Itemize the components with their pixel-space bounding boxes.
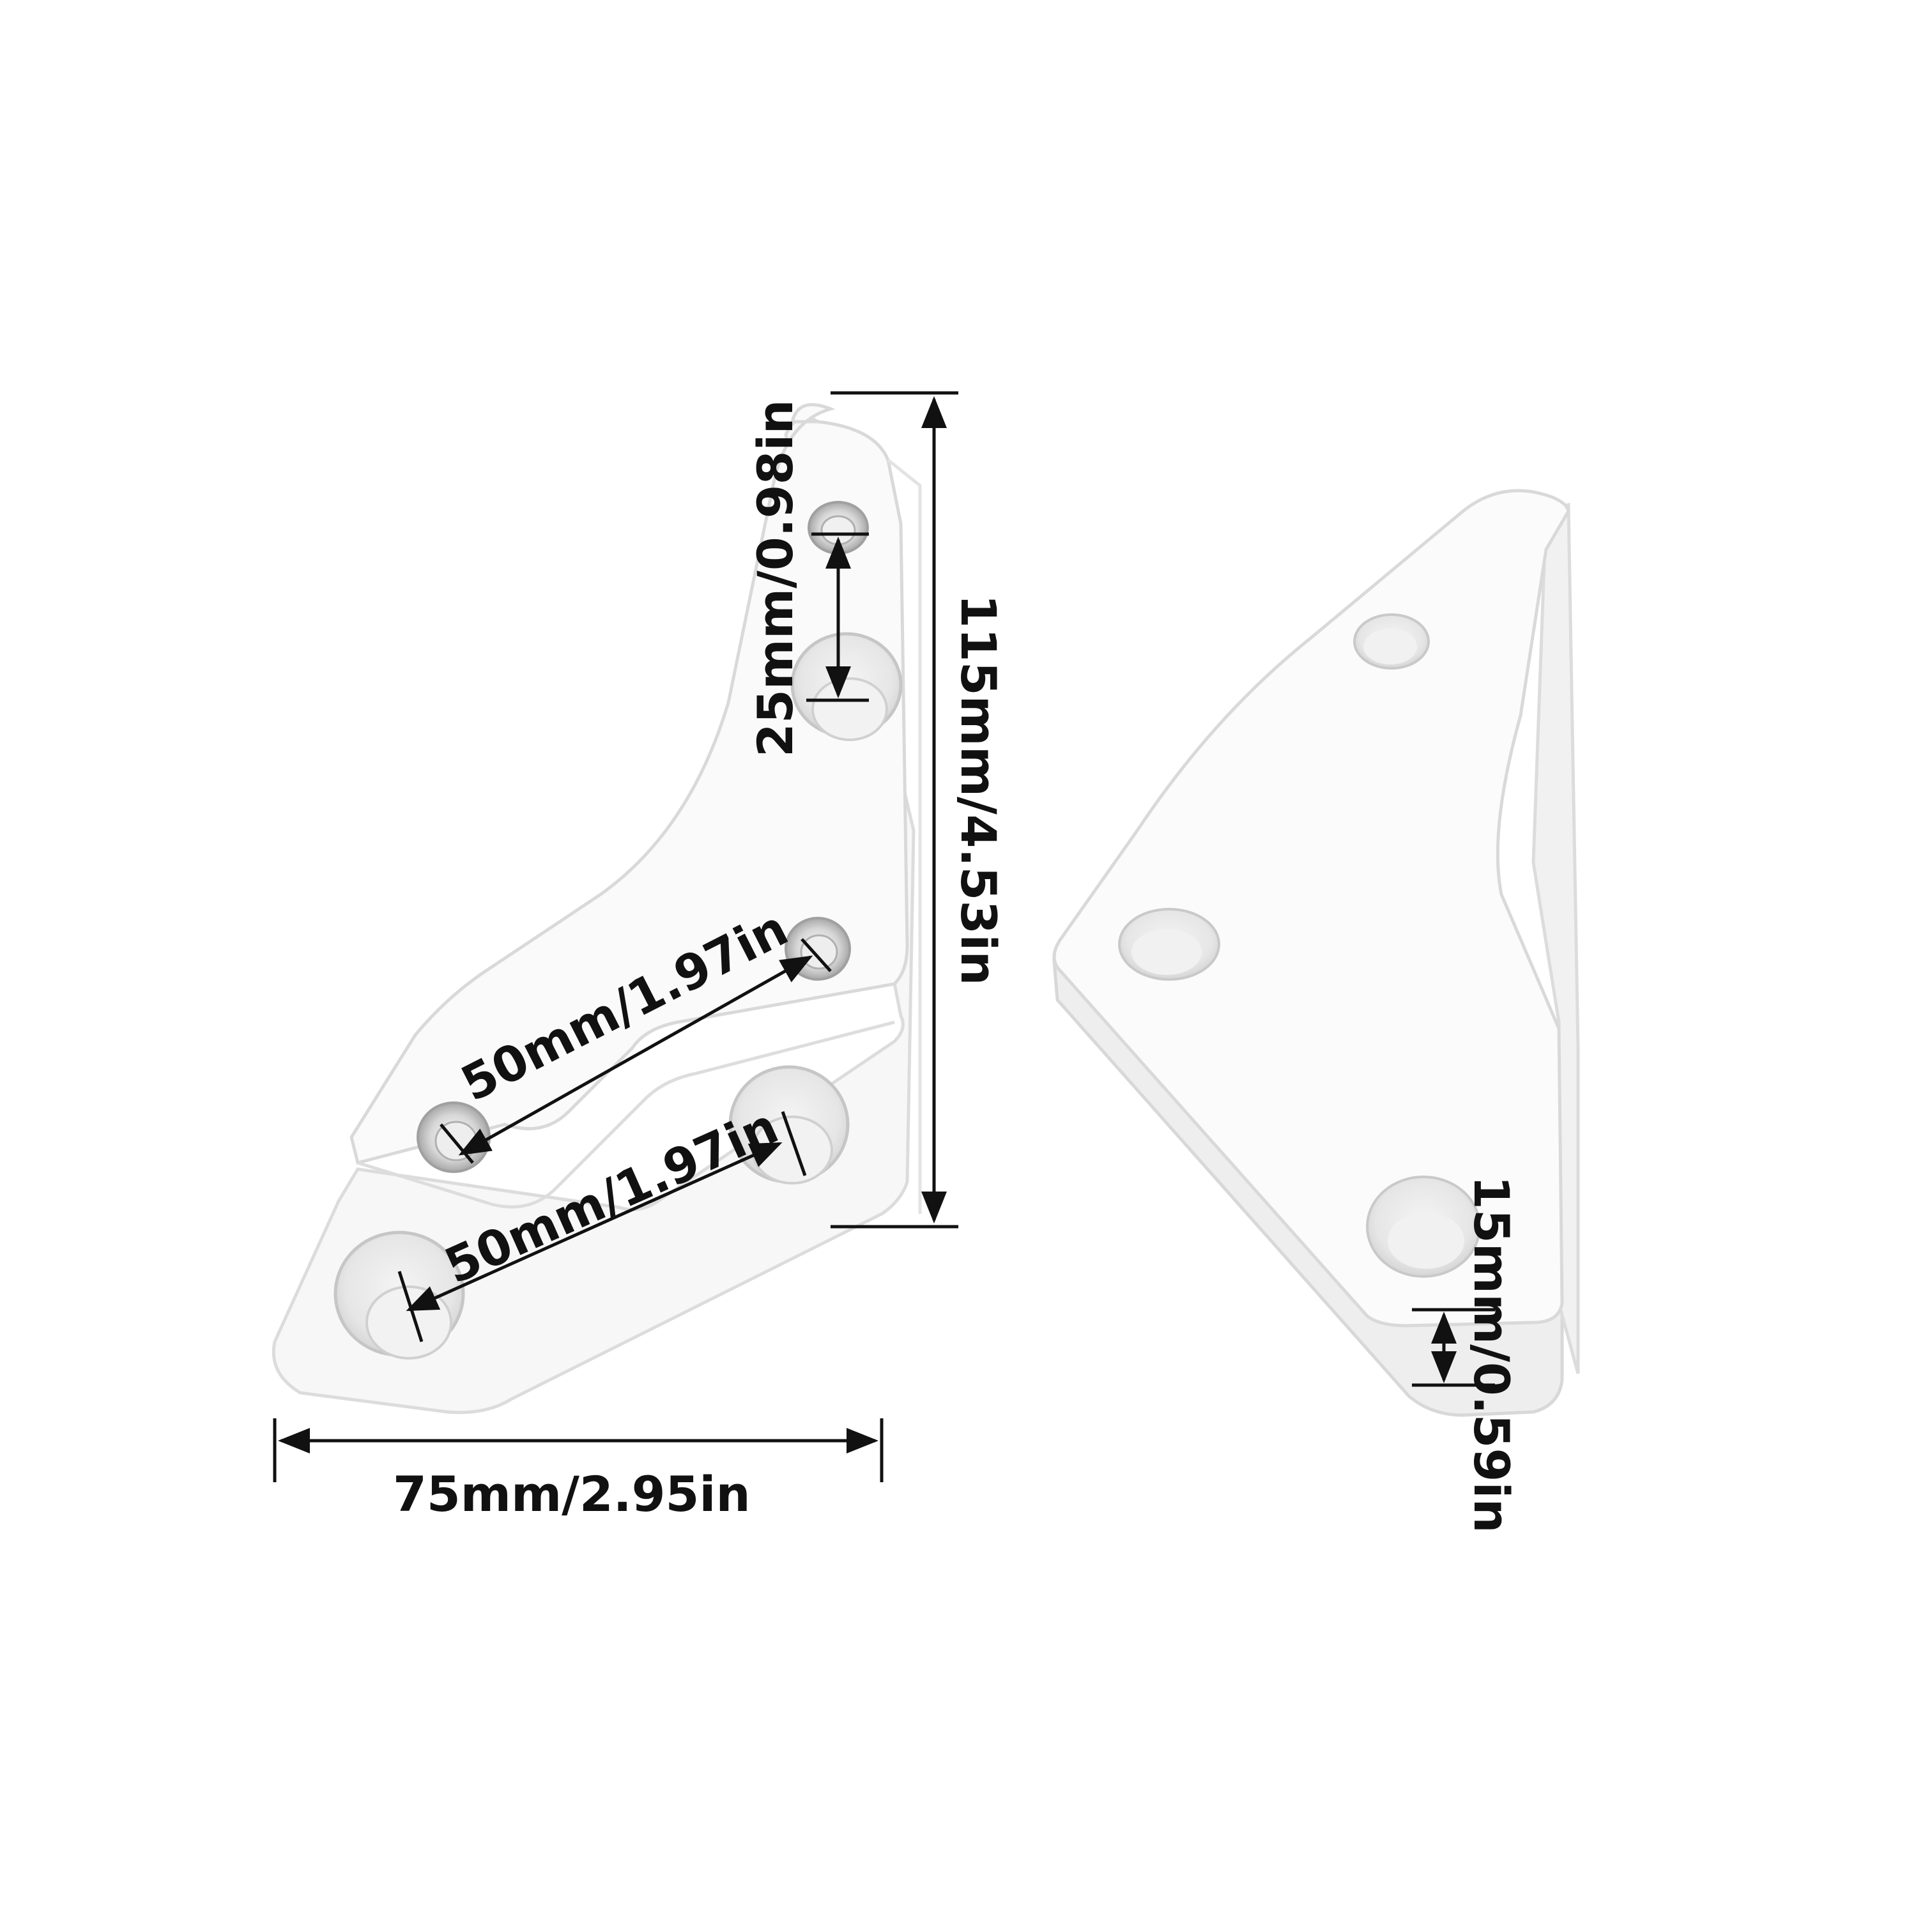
right-bracket — [1052, 489, 1580, 1417]
dimension-arrow-icon — [406, 1142, 783, 1312]
height-label: 115mm/4.53in — [950, 594, 1007, 985]
width-label: 75mm/2.95in — [393, 1466, 751, 1522]
thickness-label: 15mm/0.59in — [1463, 1176, 1520, 1533]
dimension-annotations — [273, 391, 1495, 1482]
left-bracket-side-edge — [887, 459, 922, 1214]
counterbored-hole-icon — [1118, 908, 1220, 981]
hole-center-mark — [397, 1271, 424, 1342]
left-bracket — [272, 402, 922, 1414]
counterbored-hole-icon — [1366, 1176, 1481, 1278]
hole-center-mark — [781, 1111, 807, 1176]
threaded-hole-icon — [417, 1101, 491, 1173]
right-bracket-top-face — [1052, 489, 1570, 1328]
hole-center-mark — [801, 938, 832, 972]
top-hole-spacing-label: 25mm/0.98in — [747, 399, 804, 757]
counterbored-hole-icon — [1353, 613, 1430, 670]
dimension-arrow-icon — [458, 955, 813, 1156]
